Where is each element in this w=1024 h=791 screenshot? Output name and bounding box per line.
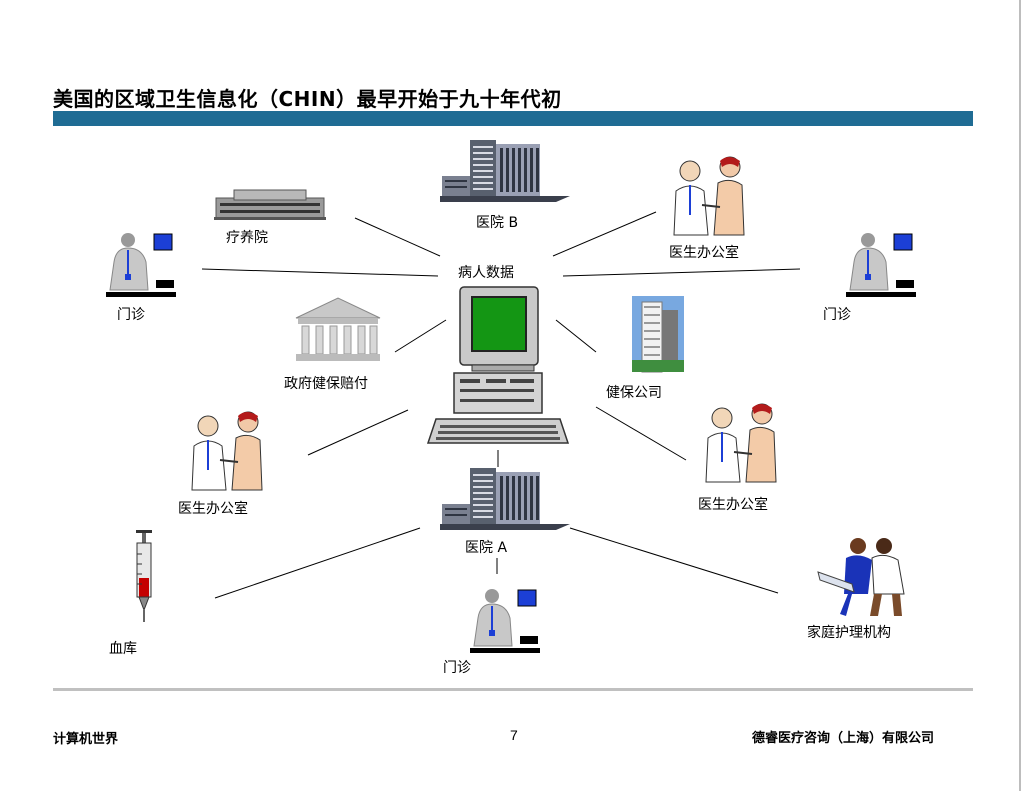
hospital-b-building-icon: [440, 140, 570, 202]
hospital-a-label: 医院 A: [465, 540, 508, 556]
center-patient-data-label: 病人数据: [458, 265, 514, 281]
doctor-office-right-label: 医生办公室: [698, 497, 768, 513]
title-bar: [53, 111, 973, 126]
insurance-building-icon: [632, 296, 684, 373]
doctor-office-left-icon: [191, 411, 263, 491]
sanatorium-label: 疗养院: [226, 230, 268, 246]
page-number: 7: [510, 727, 518, 743]
doctor-office-left-label: 医生办公室: [178, 501, 248, 517]
home-care-label: 家庭护理机构: [807, 625, 891, 641]
clinic-right-icon: [845, 232, 917, 298]
sanatorium-building-icon: [214, 189, 326, 220]
clinic-bottom-label: 门诊: [443, 660, 471, 676]
footer-rule: [53, 688, 973, 691]
blood-bank-syringe-icon: [136, 530, 152, 622]
footer-right-text: 德睿医疗咨询（上海）有限公司: [752, 731, 935, 746]
clinic-right-label: 门诊: [823, 307, 851, 323]
government-building-icon: [295, 297, 381, 361]
connector-lines: [201, 211, 801, 599]
blood-bank-label: 血库: [109, 641, 137, 657]
page-title: 美国的区域卫生信息化（CHIN）最早开始于九十年代初: [53, 87, 562, 111]
right-edge-rule: [1019, 0, 1021, 791]
clinic-left-icon: [105, 232, 177, 298]
hospital-b-label: 医院 B: [476, 215, 519, 231]
gov-payment-label: 政府健保赔付: [284, 376, 368, 392]
central-computer-icon: [426, 286, 570, 444]
hospital-a-building-icon: [440, 468, 570, 530]
clinic-left-label: 门诊: [117, 307, 145, 323]
doctor-office-right-icon: [705, 403, 777, 483]
clinic-bottom-icon: [469, 588, 541, 654]
insurance-company-label: 健保公司: [606, 385, 662, 401]
doctor-office-top-right-label: 医生办公室: [669, 245, 739, 261]
home-care-nurses-icon: [817, 538, 905, 616]
footer-left-text: 计算机世界: [53, 732, 119, 747]
doctor-office-top-right-icon: [673, 156, 745, 236]
